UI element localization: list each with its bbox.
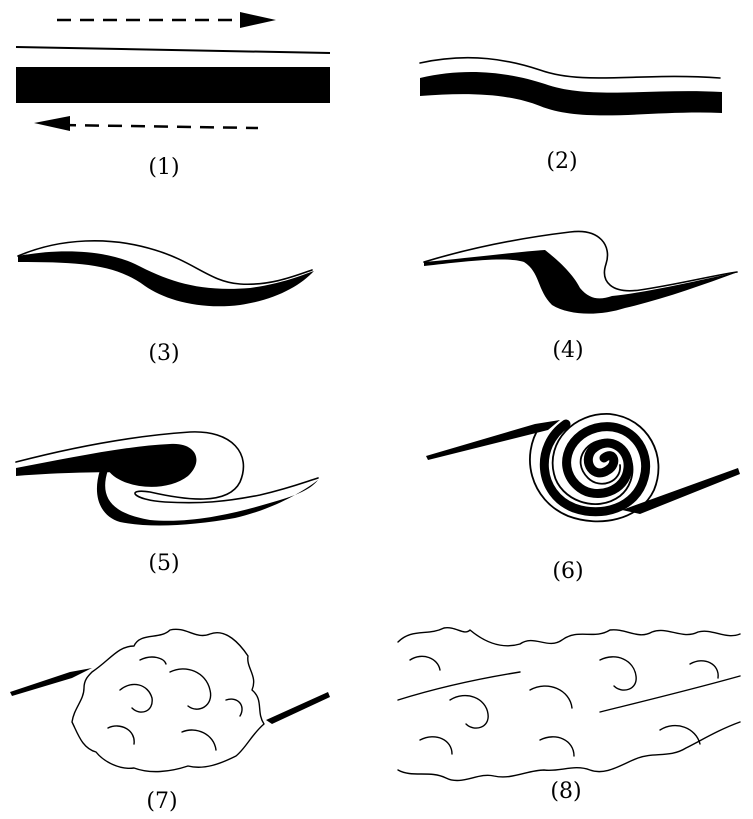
turbulent-eddy-8d [660, 726, 700, 744]
panel-label: (2) [546, 149, 577, 174]
panel-label: (4) [552, 338, 583, 363]
panel-8-stage: (8) [398, 628, 740, 804]
turbulent-eddy-8b [530, 686, 572, 708]
turbulent-streak-2 [600, 676, 740, 712]
turbulent-eddy-1 [120, 684, 152, 712]
panel-label: (7) [146, 789, 177, 814]
dark-layer [16, 67, 330, 103]
turbulent-eddy-8c [600, 657, 636, 690]
panel-6-stage: (6) [426, 414, 740, 584]
panel-label: (6) [552, 559, 583, 584]
billow-dark-band [16, 444, 318, 526]
turbulent-eddy-8h [410, 656, 440, 670]
turbulent-layer-outline-bottom [398, 722, 740, 781]
turbulent-eddy-8f [540, 737, 574, 756]
flow-arrow-right [57, 12, 276, 28]
turbulent-eddy-4 [182, 730, 216, 750]
turbulent-eddy-8a [450, 696, 488, 728]
wavy-dark-band [420, 72, 722, 115]
turbulent-eddy-8e [420, 737, 452, 754]
wave-dark-band [18, 251, 314, 306]
panel-label: (1) [148, 155, 179, 180]
panel-2-stage: (2) [420, 58, 722, 174]
turbulent-eddy-2 [170, 669, 211, 709]
turbulent-layer-outline-top [398, 628, 740, 646]
flow-arrow-left [34, 116, 258, 131]
panel-7-stage: (7) [10, 629, 330, 814]
turbulent-eddy-6 [140, 657, 166, 664]
panel-label: (5) [148, 551, 179, 576]
spiral-arm-dark [544, 424, 645, 512]
panel-5-stage: (5) [16, 432, 318, 576]
panel-label: (3) [148, 341, 179, 366]
panel-3-stage: (3) [18, 241, 314, 366]
panel-1-stage: (1) [16, 12, 330, 180]
panel-4-stage: (4) [424, 231, 738, 363]
steep-wave-outline [424, 231, 737, 290]
steep-wave-dark-band [424, 250, 738, 314]
turbulent-eddy-8g [690, 661, 718, 678]
turbulent-cloud-outline [72, 629, 264, 771]
panel-label: (8) [550, 779, 581, 804]
inflow-streak-left [10, 668, 92, 696]
outflow-streak-right [266, 692, 330, 724]
turbulent-eddy-5 [226, 699, 242, 716]
upper-interface-line [16, 47, 330, 53]
turbulent-eddy-3 [108, 726, 134, 744]
